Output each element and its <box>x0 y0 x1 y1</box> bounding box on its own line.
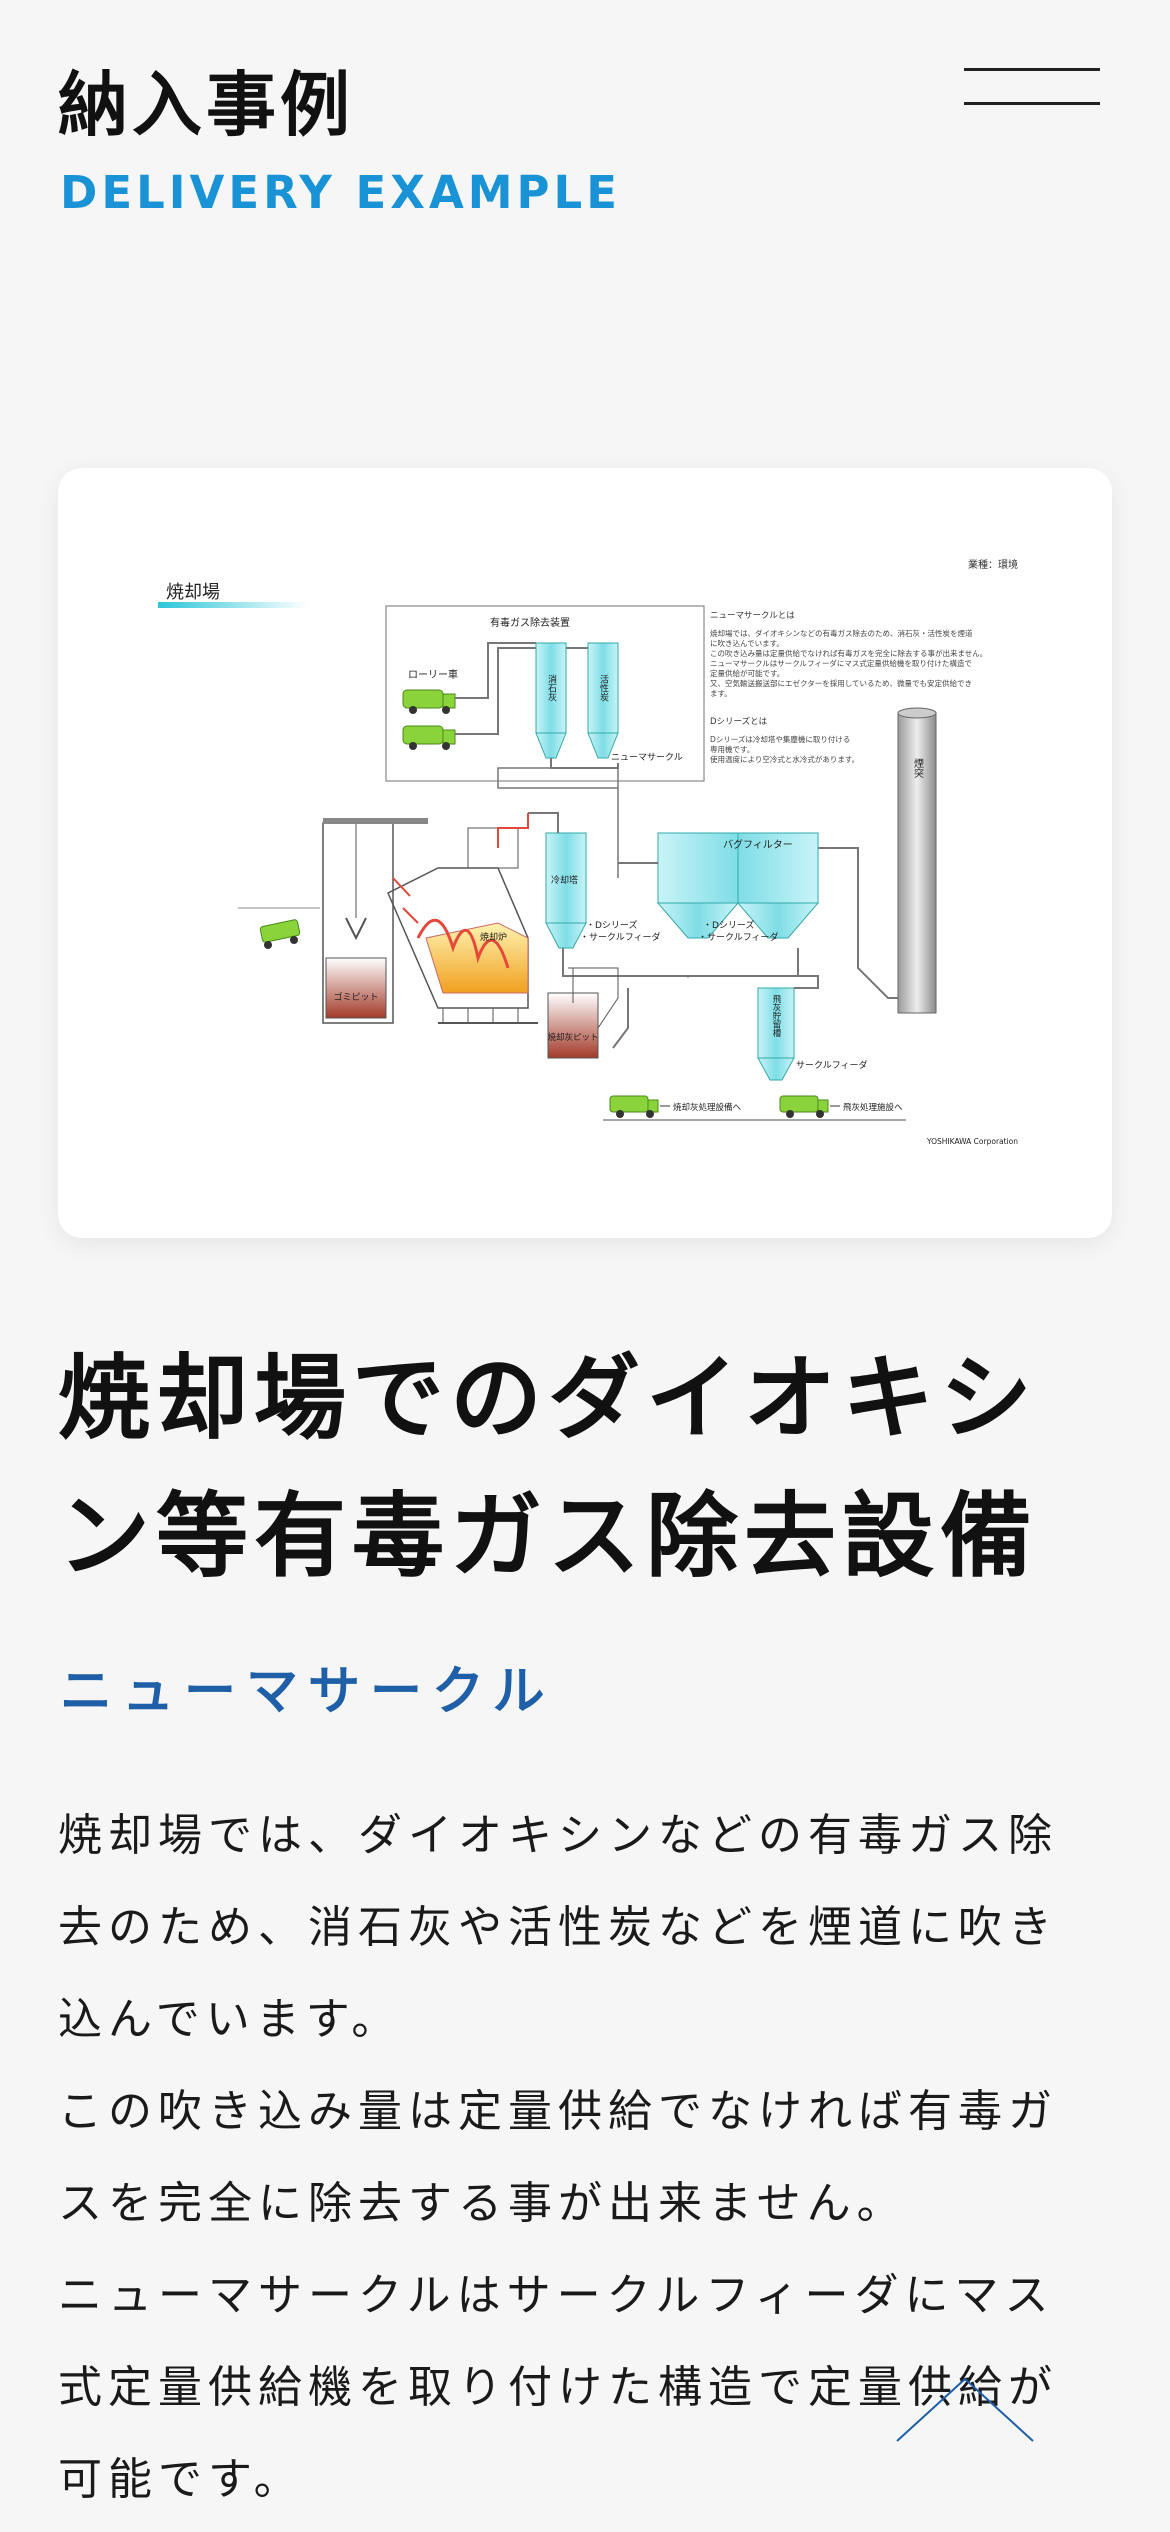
note-text: 焼却場では、ダイオキシンなどの有毒ガス除去のため、消石灰・活性炭を煙道 に吹き込… <box>710 628 987 698</box>
lorry-truck-icon <box>402 689 456 714</box>
ash-truck-icon <box>609 1095 659 1118</box>
lorry-truck-icon <box>402 725 456 750</box>
incinerator-label: 焼却炉 <box>480 931 507 943</box>
chimney-label: 煙突 <box>912 758 924 779</box>
fly-ash-tank-label: 飛灰貯留槽 <box>771 995 781 1038</box>
fly-ash-truck-icon <box>779 1095 829 1118</box>
toxic-gas-unit-box <box>385 605 705 782</box>
ash-pit-label: 焼却灰ピット <box>547 1032 598 1043</box>
incinerator-diagram: 焼却場 業種：環境 有毒ガス除去装置 ローリー車 消石灰 活性炭 <box>158 558 1018 1146</box>
note-title: ニューマサークルとは <box>710 611 795 621</box>
garbage-pit-label: ゴミピット <box>333 991 378 1003</box>
silo-slaked-lime: 消石灰 <box>535 642 567 759</box>
silo-2-label: 活性炭 <box>598 673 609 702</box>
circle-feeder-2-label: ・サークルフィーダ <box>580 931 661 943</box>
d-note-text: Dシリーズは冷却塔や集塵機に取り付ける 専用機です。 使用温度により空冷式と水冷… <box>710 734 859 764</box>
circle-feeder-1-label: ・サークルフィーダ <box>698 931 779 943</box>
svg-text:使用温度により空冷式と水冷式があります。: 使用温度により空冷式と水冷式があります。 <box>710 754 859 764</box>
toxic-gas-unit-label: 有毒ガス除去装置 <box>490 616 570 629</box>
body-paragraph: この吹き込み量は定量供給でなければ有毒ガスを完全に除去する事が出来ません。 <box>58 2086 1058 2229</box>
garbage-truck-icon <box>259 919 301 949</box>
to-ash-facility-label: 焼却灰処理設備へ <box>673 1102 742 1113</box>
fly-ash-tank: 飛灰貯留槽 <box>757 987 795 1081</box>
d-note-title: Dシリーズとは <box>710 716 768 727</box>
lorry-label: ローリー車 <box>408 668 458 681</box>
svg-text:ニューマサークルはサークルフィーダにマス式定量供給機を取り付: ニューマサークルはサークルフィーダにマス式定量供給機を取り付けた構造で <box>710 658 972 668</box>
body-paragraph: ニューマサークルはサークルフィーダにマス式定量供給機を取り付けた構造で定量供給が… <box>58 2270 1058 2505</box>
d-series-2-label: ・Dシリーズ <box>586 919 637 931</box>
silo-activated-carbon: 活性炭 <box>587 642 619 759</box>
silo-1-label: 消石灰 <box>546 673 557 702</box>
article-headline: 焼却場でのダイオキシン等有毒ガス除去設備 <box>58 1345 1039 1590</box>
scroll-to-top-button[interactable] <box>895 2375 1035 2445</box>
chimney: 煙突 <box>897 707 937 1014</box>
svg-text:ます。: ます。 <box>710 689 732 698</box>
company-label: YOSHIKAWA Corporation <box>926 1137 1018 1146</box>
svg-text:専用機です。: 専用機です。 <box>710 744 754 754</box>
menu-line-icon <box>964 68 1100 71</box>
d-series-1-label: ・Dシリーズ <box>703 919 754 931</box>
section-label: 焼却場 <box>166 582 220 603</box>
body-paragraph: 焼却場では、ダイオキシンなどの有毒ガス除去のため、消石灰や活性炭などを煙道に吹き… <box>58 1810 1058 2045</box>
page-title: 納入事例 <box>58 64 354 146</box>
svg-text:定量供給が可能です。: 定量供給が可能です。 <box>710 668 784 678</box>
article-body: 焼却場では、ダイオキシンなどの有毒ガス除去のため、消石灰や活性炭などを煙道に吹き… <box>58 1790 1078 2526</box>
section-label-underline <box>158 602 308 608</box>
circle-feeder-3-label: サークルフィーダ <box>796 1059 868 1071</box>
pneuma-label: ニューマサークル <box>611 752 683 763</box>
hamburger-menu-button[interactable] <box>962 62 1102 112</box>
page-subtitle: DELIVERY EXAMPLE <box>60 166 621 219</box>
product-name: ニューマサークル <box>60 1662 555 1722</box>
to-fly-ash-facility-label: 飛灰処理施設へ <box>843 1102 903 1113</box>
cooling-tower-label: 冷却塔 <box>551 874 578 886</box>
diagram-card: 焼却場 業種：環境 有毒ガス除去装置 ローリー車 消石灰 活性炭 <box>58 468 1112 1238</box>
industry-label: 業種：環境 <box>968 558 1018 571</box>
ash-pit <box>547 992 599 1059</box>
cooling-tower: 冷却塔 <box>545 832 587 949</box>
chevron-up-icon <box>896 2377 1034 2442</box>
bag-filter-label: バグフィルター <box>723 838 793 851</box>
svg-text:又、空気輸送搬送部にエゼクターを採用しているため、微量でも安: 又、空気輸送搬送部にエゼクターを採用しているため、微量でも安定供給でき <box>710 678 972 688</box>
svg-text:に吹き込んでいます。: に吹き込んでいます。 <box>710 638 784 648</box>
garbage-pit <box>325 957 387 1019</box>
svg-text:焼却場では、ダイオキシンなどの有毒ガス除去のため、消石灰・活: 焼却場では、ダイオキシンなどの有毒ガス除去のため、消石灰・活性炭を煙道 <box>710 628 973 638</box>
incinerator-furnace: 焼却炉 <box>387 813 538 1024</box>
bag-filter: バグフィルター <box>656 832 820 939</box>
svg-text:この吹き込み量は定量供給でなければ有毒ガスを完全に除去する事: この吹き込み量は定量供給でなければ有毒ガスを完全に除去する事が出来ません。 <box>710 648 987 658</box>
crane-claw-icon <box>345 917 367 941</box>
menu-line-icon <box>964 102 1100 105</box>
svg-text:Dシリーズは冷却塔や集塵機に取り付ける: Dシリーズは冷却塔や集塵機に取り付ける <box>710 734 850 744</box>
